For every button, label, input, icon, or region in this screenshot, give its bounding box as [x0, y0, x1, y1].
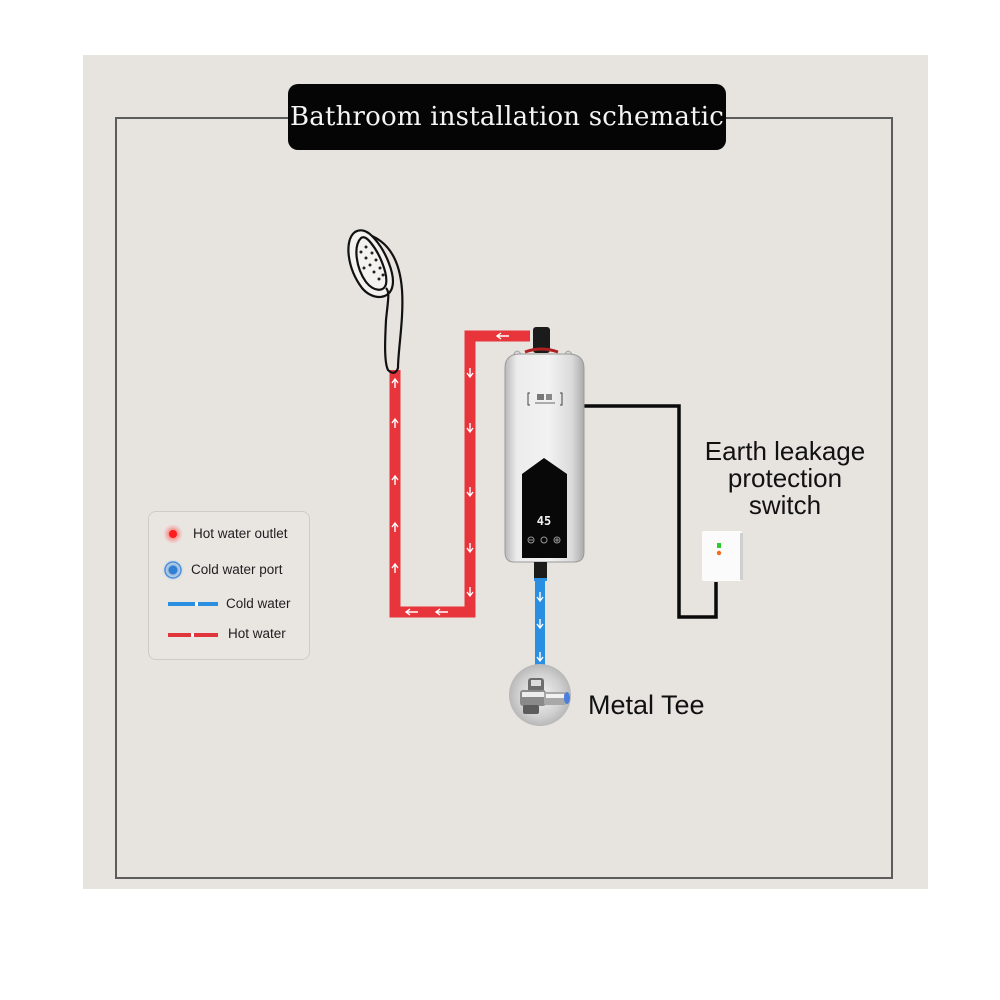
earth-leakage-switch [702, 531, 743, 581]
legend-label-hot-water: Hot water [228, 626, 286, 641]
control-panel [522, 458, 567, 558]
cold-water-pipe [535, 575, 545, 668]
legend-label-cold-port: Cold water port [191, 562, 283, 577]
hot-outlet-connector [533, 327, 550, 353]
metal-tee-icon [509, 664, 571, 726]
orange-indicator-icon [716, 550, 722, 556]
blue-line-icon [168, 602, 218, 606]
earth-leakage-label-line-1: Earth leakage [704, 436, 866, 466]
title-banner: Bathroom installation schematic [288, 84, 726, 150]
legend-icons [162, 524, 218, 637]
brand-logo-icon [527, 392, 563, 406]
cold-inlet-connector [534, 562, 547, 580]
blue-ring-dot-icon [162, 559, 184, 581]
hot-water-pipe [389, 330, 530, 618]
power-wire [583, 404, 718, 619]
red-line-icon [168, 633, 218, 637]
minus-button-icon [527, 536, 535, 544]
shower-head-icon [347, 229, 404, 374]
metal-tee-label: Metal Tee [588, 690, 705, 720]
earth-leakage-label: Earth leakage protection switch [690, 438, 880, 519]
earth-leakage-label-line-2: protection [727, 463, 843, 493]
legend: Hot water outlet Cold water port Cold wa… [148, 511, 310, 660]
green-indicator-icon [717, 543, 721, 548]
power-button-icon [540, 536, 548, 544]
legend-label-hot-outlet: Hot water outlet [193, 526, 288, 541]
red-dot-icon [163, 524, 183, 544]
legend-label-cold-water: Cold water [226, 596, 291, 611]
plus-button-icon [553, 536, 561, 544]
page-title: Bathroom installation schematic [289, 102, 725, 132]
temperature-display: 45 [537, 514, 551, 528]
earth-leakage-label-line-3: switch [748, 490, 822, 520]
water-heater: 45 [504, 327, 585, 581]
